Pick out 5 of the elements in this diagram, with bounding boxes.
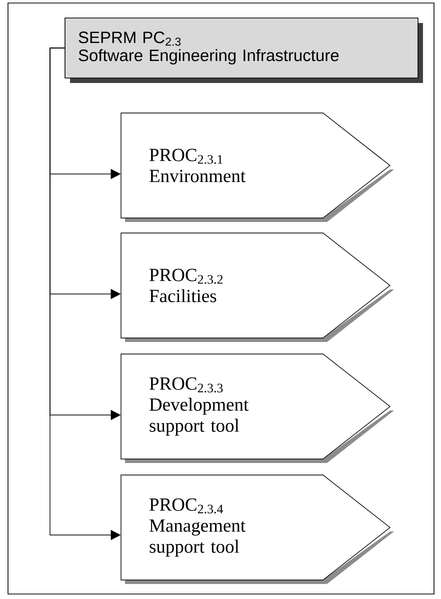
process-pentagon: PROC$_{2.3.2}$ Facilities — [120, 232, 394, 342]
process-pentagon: PROC$_{2.3.3}$ Development support tool — [120, 354, 394, 463]
title-box: SEPRM PC$_{2.3}$ Software Engineering Infrastructure — [64, 18, 423, 83]
process-pentagon: PROC$_{2.3.1}$ Environment — [120, 112, 394, 222]
process-pentagon: PROC$_{2.3.4}$ Management support tool — [120, 474, 394, 584]
